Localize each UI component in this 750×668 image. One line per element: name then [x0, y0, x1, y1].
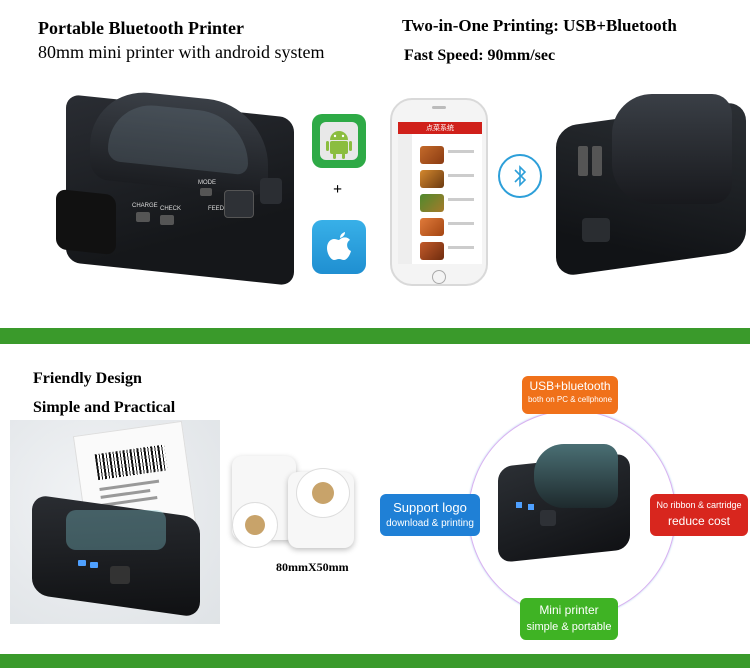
speed-text: Fast Speed: 90mm/sec	[404, 47, 556, 64]
feature-mini-printer: Mini printer simple & portable	[520, 598, 618, 640]
feature-mini-title: Mini printer	[539, 603, 599, 617]
app-header-bar	[398, 122, 482, 134]
check-label: CHECK	[160, 206, 182, 212]
feature-usb-bluetooth: USB+bluetooth both on PC & cellphone	[522, 376, 618, 414]
feed-label: FEED	[208, 206, 225, 212]
android-icon	[320, 122, 358, 160]
check-button[interactable]	[160, 215, 174, 225]
feature-ribbon-sub: reduce cost	[667, 514, 731, 528]
feature-usb-sub: both on PC & cellphone	[527, 395, 613, 404]
apple-app-tile	[312, 220, 366, 274]
plus-sign: +	[333, 181, 343, 198]
feature-usb-title: USB+bluetooth	[529, 379, 611, 393]
simple-practical-title: Simple and Practical	[33, 399, 176, 416]
feature-logo-title: Support logo	[393, 500, 467, 515]
paper-slot	[260, 178, 282, 204]
bluetooth-badge	[498, 154, 542, 198]
mode-label: MODE	[198, 180, 216, 186]
bottom-bar	[0, 654, 750, 668]
center-printer-image	[494, 440, 634, 564]
section-divider	[0, 328, 750, 344]
feature-support-logo: Support logo download & printing	[380, 494, 480, 536]
printer-with-receipt-image	[10, 420, 220, 624]
two-in-one-title: Two-in-One Printing: USB+Bluetooth	[402, 16, 677, 35]
feature-logo-sub: download & printing	[386, 518, 474, 529]
app-header-text: 点菜系统	[426, 124, 454, 132]
feed-button[interactable]	[224, 190, 254, 218]
feature-no-ribbon: No ribbon & cartridge reduce cost	[650, 494, 748, 536]
charge-button[interactable]	[136, 212, 150, 222]
feature-ribbon-title: No ribbon & cartridge	[656, 500, 742, 510]
bluetooth-icon	[514, 165, 527, 187]
roll-size-label: 80mmX50mm	[276, 560, 349, 574]
printer-image-left: CHARGE CHECK MODE FEED	[48, 82, 296, 292]
paper-rolls-image	[226, 446, 366, 548]
friendly-design-title: Friendly Design	[33, 370, 142, 387]
home-button[interactable]	[432, 270, 446, 284]
charge-label: CHARGE	[132, 203, 158, 209]
apple-icon	[327, 232, 351, 260]
smartphone-image: 点菜系统	[390, 98, 488, 286]
product-title: Portable Bluetooth Printer	[38, 18, 244, 38]
barcode	[94, 444, 168, 481]
android-app-tile	[312, 114, 366, 168]
product-subtitle: 80mm mini printer with android system	[38, 42, 325, 62]
printer-image-right	[552, 84, 748, 278]
mode-button[interactable]	[200, 188, 212, 196]
feature-mini-sub: simple & portable	[526, 621, 612, 633]
